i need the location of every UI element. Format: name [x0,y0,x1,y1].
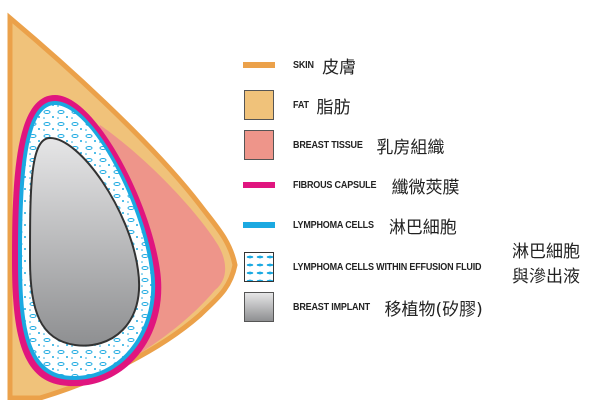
legend-label-en: BREAST TISSUE [293,139,363,151]
lymphoma-swatch [243,222,275,228]
legend-breast-implant: BREAST IMPLANT 移植物(矽膠) [243,290,483,324]
effusion-swatch [244,252,274,282]
legend-label-en: FIBROUS CAPSULE [293,179,377,191]
legend-effusion: LYMPHOMA CELLS WITHIN EFFUSION FLUID [243,250,502,284]
legend-label-en: FAT [293,99,309,111]
legend-label-zh: 移植物(矽膠) [384,299,483,320]
legend-label-en: LYMPHOMA CELLS WITHIN EFFUSION FLUID [293,261,482,273]
implant-swatch [244,292,274,322]
legend-label-en: BREAST IMPLANT [293,301,370,313]
legend-label-zh: 淋巴細胞 [388,217,457,238]
legend-label-zh: 乳房組織 [376,137,445,158]
skin-swatch [243,62,275,68]
legend-label-zh: 淋巴細胞 [512,242,580,262]
breast-implant-cross-section [7,12,238,400]
capsule-swatch [243,182,275,188]
legend-fibrous-capsule: FIBROUS CAPSULE 纖微莢膜 [243,168,460,202]
fat-swatch [244,90,274,120]
breast-tissue-swatch [244,130,274,160]
legend-skin: SKIN 皮膚 [243,48,356,82]
legend-label-en: SKIN [293,59,314,71]
legend-label-zh: 脂肪 [316,97,351,118]
legend-fat: FAT 脂肪 [243,88,351,122]
legend-effusion-zh: 淋巴細胞與滲出液 [512,240,580,290]
legend-breast-tissue: BREAST TISSUE 乳房組織 [243,128,444,162]
legend-label-zh: 纖微莢膜 [391,177,460,198]
legend-label-en: LYMPHOMA CELLS [293,219,374,231]
legend-label-zh: 與滲出液 [512,267,580,287]
breast-implant [28,136,141,347]
legend-label-zh: 皮膚 [322,57,357,78]
legend-lymphoma-cells: LYMPHOMA CELLS 淋巴細胞 [243,208,457,242]
